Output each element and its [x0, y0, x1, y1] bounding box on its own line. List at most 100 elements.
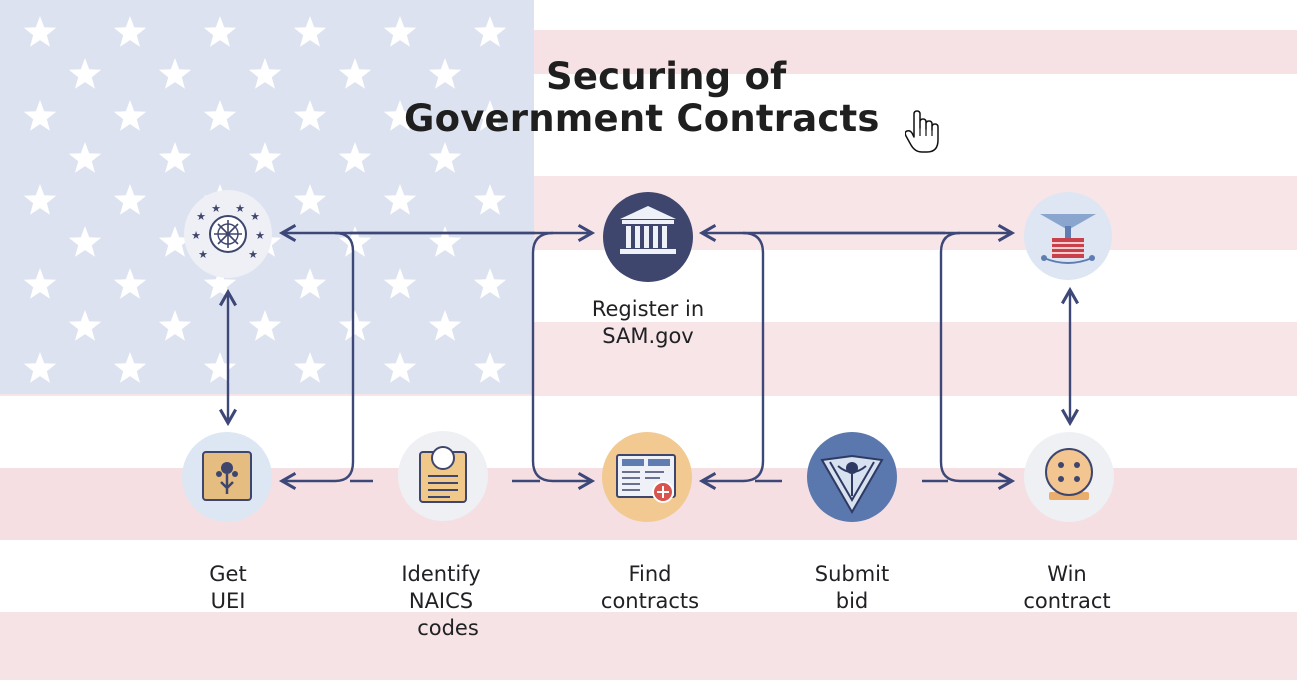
label-naics-line-3: codes	[417, 616, 479, 640]
flag-stars	[23, 16, 507, 383]
node-naics	[398, 431, 488, 521]
flag-star	[338, 226, 372, 257]
flag-star	[113, 100, 147, 131]
flag-star	[383, 184, 417, 215]
id-badge-icon	[202, 451, 252, 501]
connector-loop-centre-right	[698, 231, 765, 491]
hand-pointer-icon	[905, 110, 939, 153]
flag-star	[248, 310, 282, 341]
flag-star	[158, 226, 192, 257]
flag-star	[293, 184, 327, 215]
label-find-line-2: contracts	[600, 589, 700, 613]
label-submit-line-2: bid	[835, 589, 869, 613]
label-naics-line-2: NAICS	[408, 589, 474, 613]
flag-star	[428, 58, 462, 89]
svg-text:★: ★	[198, 248, 208, 261]
federal-seal-icon: ★ ★ ★ ★ ★ ★ ★ ★	[191, 202, 265, 261]
label-uei-line-2: UEI	[210, 589, 246, 613]
flag-star	[68, 58, 102, 89]
flag-star	[203, 100, 237, 131]
label-find-line-1: Find	[628, 562, 672, 586]
label-register: Register in SAM.gov	[558, 296, 738, 350]
svg-text:★: ★	[250, 210, 260, 223]
flag-star	[23, 268, 57, 299]
flag-star	[158, 58, 192, 89]
flag-star	[203, 268, 237, 299]
flag-star	[338, 58, 372, 89]
title-line-2: Government Contracts	[404, 97, 880, 140]
eagle-emblem-icon	[820, 454, 884, 515]
trophy-medal-icon	[1045, 448, 1093, 500]
flag-star	[383, 16, 417, 47]
flag-star	[473, 100, 507, 131]
flag-star	[23, 16, 57, 47]
label-win: Win contract	[977, 561, 1157, 615]
flag-star	[338, 142, 372, 173]
label-register-line-1: Register in	[591, 297, 705, 321]
flag-star	[473, 352, 507, 383]
flag-star	[68, 310, 102, 341]
connector-loop-right	[939, 231, 1016, 491]
flag-star	[383, 268, 417, 299]
flag-star	[113, 352, 147, 383]
svg-text:★: ★	[191, 229, 201, 242]
node-register	[603, 192, 693, 282]
flag-star	[23, 184, 57, 215]
flag-star	[23, 100, 57, 131]
flag-star	[383, 352, 417, 383]
connector-loop-left	[278, 231, 355, 491]
flag-star	[248, 58, 282, 89]
label-win-line-1: Win	[1047, 562, 1087, 586]
svg-text:★: ★	[196, 210, 206, 223]
flag-star	[293, 352, 327, 383]
svg-text:★: ★	[211, 202, 221, 215]
node-win	[1024, 432, 1114, 522]
node-seal: ★ ★ ★ ★ ★ ★ ★ ★	[184, 190, 272, 278]
flag-star	[68, 226, 102, 257]
connector-loop-centre-left	[531, 231, 596, 491]
flag-star	[473, 268, 507, 299]
label-naics: Identify NAICS codes	[351, 561, 531, 642]
label-find: Find contracts	[560, 561, 740, 615]
flag-star	[293, 16, 327, 47]
government-building-icon	[620, 206, 676, 254]
flag-star	[68, 142, 102, 173]
flow-connectors	[218, 223, 1080, 491]
flag-star	[473, 16, 507, 47]
flag-star	[158, 142, 192, 173]
flag-star	[473, 184, 507, 215]
award-scale-icon	[1040, 214, 1096, 264]
document-profile-icon	[419, 446, 467, 503]
flag-star	[428, 226, 462, 257]
flag-star	[113, 268, 147, 299]
label-register-line-2: SAM.gov	[602, 324, 694, 348]
label-submit-line-1: Submit	[814, 562, 890, 586]
flag-star	[383, 100, 417, 131]
label-naics-line-1: Identify	[401, 562, 481, 586]
label-uei: Get UEI	[138, 561, 318, 615]
flag-star	[113, 184, 147, 215]
flag-star	[428, 142, 462, 173]
svg-text:★: ★	[255, 229, 265, 242]
flag-star	[293, 100, 327, 131]
svg-text:★: ★	[235, 202, 245, 215]
flag-star	[158, 310, 192, 341]
flag-star	[113, 16, 147, 47]
svg-text:★: ★	[248, 248, 258, 261]
flag-star	[248, 142, 282, 173]
label-submit: Submit bid	[762, 561, 942, 615]
flag-star	[338, 310, 372, 341]
flag-star	[203, 16, 237, 47]
label-win-line-2: contract	[1023, 589, 1111, 613]
node-submit	[807, 432, 897, 522]
node-award	[1024, 192, 1112, 280]
flag-star	[23, 352, 57, 383]
node-uei	[182, 432, 272, 522]
node-find	[602, 432, 692, 522]
title-line-1: Securing of	[546, 55, 787, 98]
flag-star	[293, 268, 327, 299]
flag-star	[428, 310, 462, 341]
label-uei-line-1: Get	[209, 562, 247, 586]
contract-listing-icon	[616, 454, 676, 503]
